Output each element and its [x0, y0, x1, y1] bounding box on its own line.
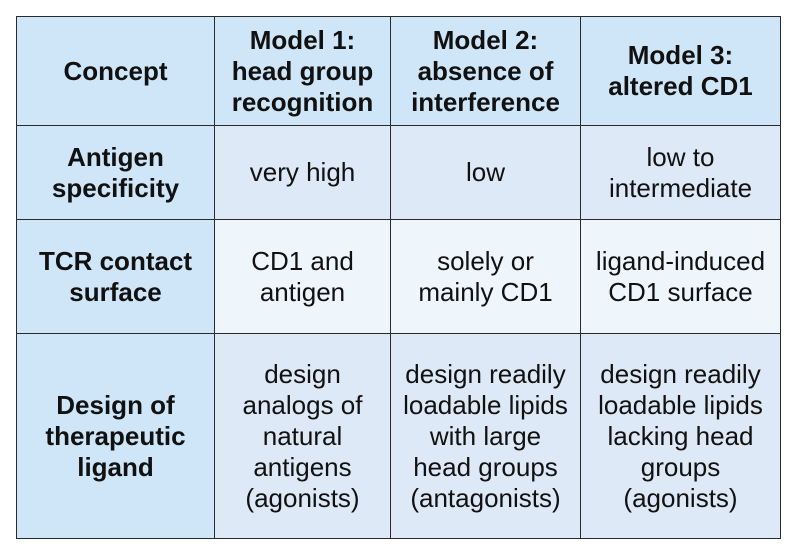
cell-model-2: low	[390, 125, 581, 220]
cell-model-1: very high	[214, 125, 391, 220]
header-model-1-text: Model 1: head group recognition	[231, 24, 374, 117]
row-label-text: Antigen specificity	[51, 141, 180, 203]
row-label-text: TCR contact surface	[38, 245, 193, 307]
cell-text: design readily loadable lipids lacking h…	[598, 358, 763, 513]
cell-model-2: design readily loadable lipids with larg…	[390, 333, 581, 539]
table-row-antigen-specificity: Antigen specificity very high low low to…	[16, 125, 781, 220]
comparison-table-wrapper: Concept Model 1: head group recognition …	[16, 16, 781, 539]
header-model-1: Model 1: head group recognition	[214, 16, 391, 126]
cell-text: low to intermediate	[608, 141, 753, 203]
cell-model-3: design readily loadable lipids lacking h…	[580, 333, 781, 539]
cell-model-3: ligand-induced CD1 surface	[580, 219, 781, 334]
table-row-tcr-contact-surface: TCR contact surface CD1 and antigen sole…	[16, 219, 781, 334]
header-model-2: Model 2: absence of interference	[390, 16, 581, 126]
row-label-text: Design of therapeutic ligand	[45, 389, 186, 482]
cell-text: design readily loadable lipids with larg…	[403, 358, 568, 513]
row-label-antigen-specificity: Antigen specificity	[16, 125, 215, 220]
cell-model-1: CD1 and antigen	[214, 219, 391, 334]
cell-text: ligand-induced CD1 surface	[595, 245, 766, 307]
cell-text: very high	[249, 157, 356, 187]
header-model-3-text: Model 3: altered CD1	[608, 40, 753, 101]
cell-model-3: low to intermediate	[580, 125, 781, 220]
cell-text: solely or mainly CD1	[418, 245, 553, 307]
header-model-3: Model 3: altered CD1	[580, 16, 781, 126]
cell-text: CD1 and antigen	[251, 245, 354, 307]
table-header-row: Concept Model 1: head group recognition …	[16, 16, 781, 126]
model-comparison-table: Concept Model 1: head group recognition …	[16, 16, 781, 539]
table-row-design-therapeutic-ligand: Design of therapeutic ligand design anal…	[16, 333, 781, 539]
cell-model-1: design analogs of natural antigens (agon…	[214, 333, 391, 539]
row-label-tcr-contact-surface: TCR contact surface	[16, 219, 215, 334]
row-label-design-therapeutic-ligand: Design of therapeutic ligand	[16, 333, 215, 539]
header-concept: Concept	[16, 16, 215, 126]
cell-model-2: solely or mainly CD1	[390, 219, 581, 334]
header-concept-text: Concept	[63, 55, 168, 86]
cell-text: low	[465, 157, 505, 187]
header-model-2-text: Model 2: absence of interference	[411, 24, 560, 117]
cell-text: design analogs of natural antigens (agon…	[242, 358, 363, 513]
